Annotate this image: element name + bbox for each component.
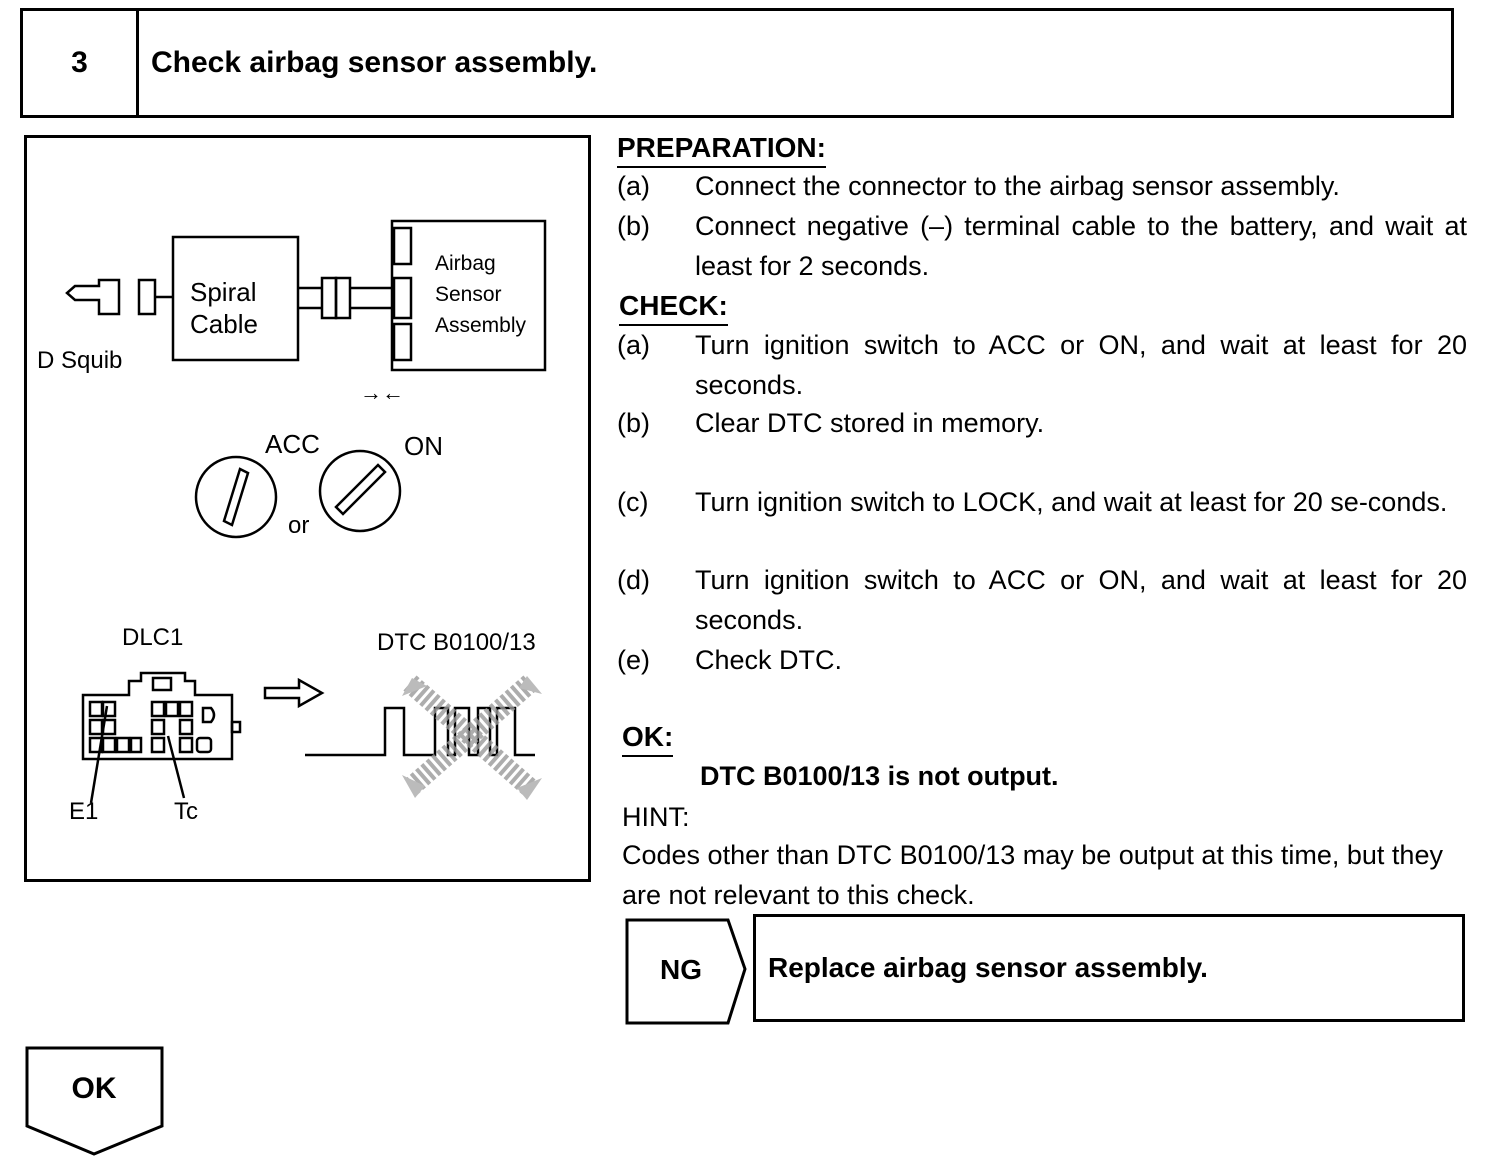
- or-label: or: [288, 512, 309, 539]
- ng-arrow-icon: [625, 918, 747, 1025]
- sensor-label-3: Assembly: [435, 314, 527, 337]
- dtc-waveform: [305, 706, 535, 757]
- item-text: Connect negative (–) terminal cable to t…: [695, 211, 1467, 281]
- on-label: ON: [404, 431, 443, 461]
- item-text: Connect the connector to the airbag sens…: [695, 171, 1340, 201]
- item-text: Clear DTC stored in memory.: [695, 408, 1045, 438]
- arrow-right-icon: [263, 677, 325, 709]
- item-letter: (c): [617, 487, 649, 517]
- acc-key-icon: [194, 455, 278, 539]
- hint-text: Codes other than DTC B0100/13 may be out…: [622, 840, 1443, 910]
- on-key-icon: [318, 449, 402, 533]
- sensor-label-2: Sensor: [435, 283, 502, 306]
- spiral-plug-icon: [137, 278, 157, 316]
- item-letter: (a): [617, 171, 650, 201]
- ng-action: Replace airbag sensor assembly.: [753, 914, 1465, 1022]
- ok-branch: OK: [25, 1046, 165, 1158]
- step-header: 3 Check airbag sensor assembly.: [20, 8, 1454, 118]
- illustration-svg: D Squib Spiral Cable Airbag Sensor Assem…: [37, 219, 547, 825]
- squib-connector-icon: [65, 278, 121, 316]
- item-letter: (e): [617, 645, 650, 675]
- item-letter: (d): [617, 565, 650, 595]
- dtc-label: DTC B0100/13: [377, 629, 536, 656]
- item-text: Turn ignition switch to ACC or ON, and w…: [695, 565, 1467, 635]
- airbag-sensor-box: [390, 219, 547, 372]
- item-text: Check DTC.: [695, 645, 843, 675]
- dlc1-label: DLC1: [122, 624, 183, 651]
- tc-label: Tc: [174, 798, 198, 825]
- step-title: Check airbag sensor assembly.: [151, 46, 598, 79]
- spiral-label-2: Cable: [190, 309, 258, 339]
- ok-result: DTC B0100/13 is not output.: [700, 761, 1059, 791]
- ok-heading: OK:: [622, 721, 674, 757]
- item-letter: (a): [617, 330, 650, 360]
- item-letter: (b): [617, 408, 650, 438]
- ok-arrow-icon: [25, 1046, 164, 1156]
- connect-arrows-label: →←: [360, 380, 404, 405]
- spiral-label-1: Spiral: [190, 277, 256, 307]
- item-text: Turn ignition switch to ACC or ON, and w…: [695, 330, 1467, 400]
- spiral-cable-box: [171, 235, 300, 362]
- item-letter: (b): [617, 211, 650, 241]
- preparation-heading: PREPARATION:: [617, 132, 826, 168]
- item-text: Turn ignition switch to LOCK, and wait a…: [695, 487, 1448, 517]
- sensor-plug-icon: [320, 276, 338, 320]
- d-squib-label: D Squib: [37, 347, 122, 374]
- hint-label: HINT:: [622, 802, 690, 832]
- e1-label: E1: [69, 798, 98, 825]
- ng-branch: NG Replace airbag sensor assembly.: [625, 912, 1467, 1027]
- ng-label: NG: [660, 953, 702, 985]
- check-heading: CHECK:: [619, 290, 728, 326]
- sensor-label-1: Airbag: [435, 252, 496, 275]
- dlc1-connector-icon: [81, 671, 242, 761]
- dtc-cross-icon: [403, 675, 537, 796]
- ok-flow-label: OK: [71, 1072, 117, 1105]
- illustration-figure: D Squib Spiral Cable Airbag Sensor Assem…: [24, 135, 591, 882]
- step-number: 3: [23, 11, 139, 115]
- acc-label: ACC: [265, 429, 320, 459]
